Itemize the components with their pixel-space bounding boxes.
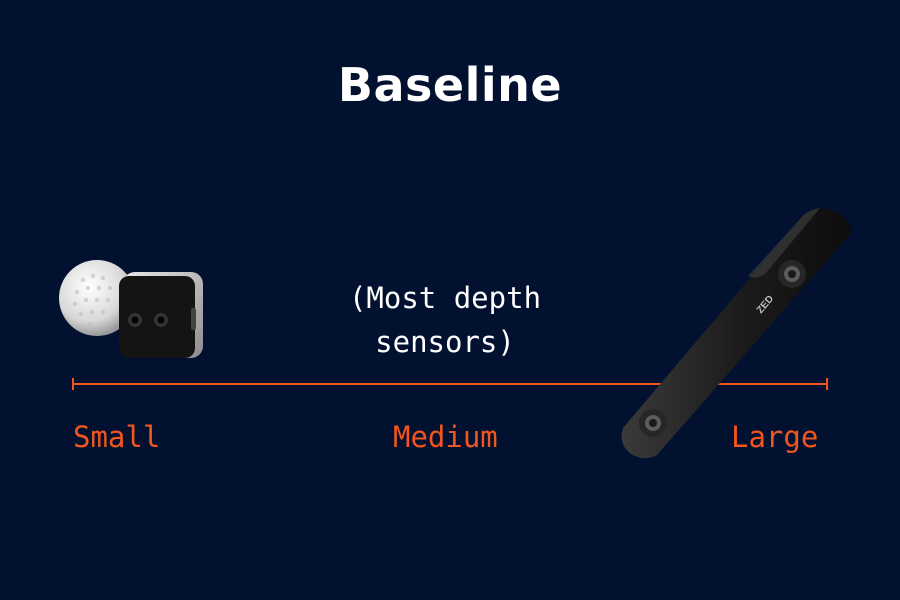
scale-label-large: Large — [731, 420, 819, 454]
note-line-2: sensors) — [375, 325, 515, 359]
scale-label-small: Small — [73, 420, 161, 454]
depth-sensors-note: (Most depth sensors) — [300, 276, 590, 364]
scale-label-medium: Medium — [393, 420, 498, 454]
golf-ball-icon — [59, 260, 135, 336]
large-stereo-camera-image: ZED — [621, 208, 852, 459]
small-stereo-camera-image — [59, 260, 203, 358]
note-line-1: (Most depth — [348, 281, 542, 315]
page-title: Baseline — [337, 58, 563, 112]
camera-body-icon — [119, 272, 203, 358]
zed-camera-icon: ZED — [621, 208, 852, 459]
